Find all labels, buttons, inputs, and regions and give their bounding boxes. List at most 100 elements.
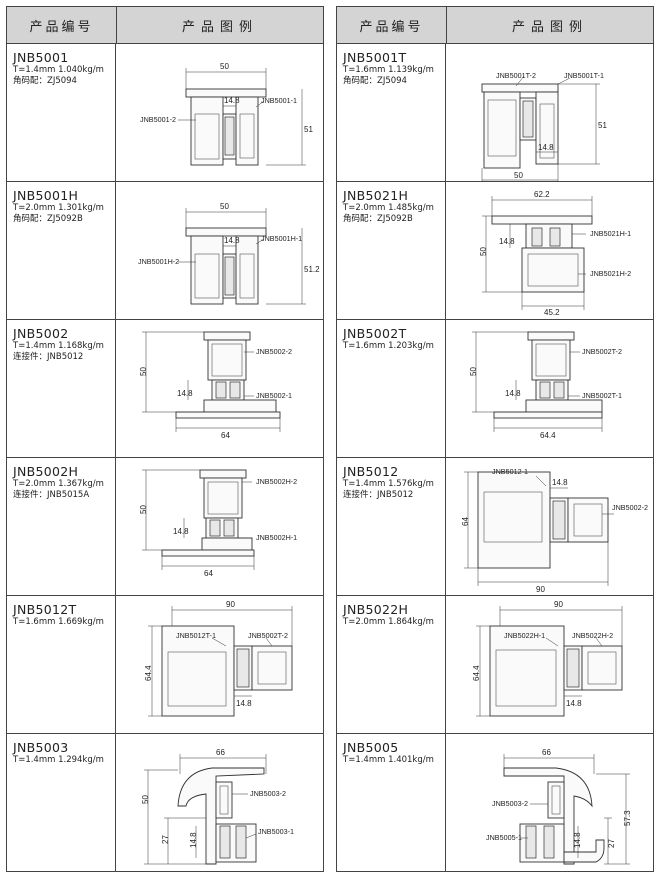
dimension-label: 14.8	[224, 236, 240, 245]
product-info: JNB5002 T=1.4mm 1.168kg/m 连接件：JNB5012	[7, 320, 116, 457]
product-row: JNB5012T T=1.6mm 1.669kg/m 90 64.4 14.8 …	[7, 596, 323, 734]
product-row: JNB5002H T=2.0mm 1.367kg/m 连接件：JNB5015A …	[7, 458, 323, 596]
product-row: JNB5001 T=1.4mm 1.040kg/m 角码配：ZJ5094 50 …	[7, 44, 323, 182]
profile-drawing-svg: 50 14.8 51 JNB5001-2 JNB5001-1	[140, 62, 313, 166]
part-label: JNB5022H-2	[572, 631, 613, 640]
part-label: JNB5012T-1	[176, 631, 216, 640]
dimension-label: 64	[221, 431, 230, 440]
profile-drawing: 62.2 50 14.8 45.2 JNB5021H-1 JNB5021H-2	[446, 182, 653, 319]
part-label: JNB5021H-2	[590, 269, 631, 278]
product-spec: T=2.0mm 1.367kg/m	[13, 479, 104, 489]
part-label: JNB5002-2	[256, 347, 292, 356]
dimension-label: 51	[598, 121, 607, 130]
product-info: JNB5021H T=2.0mm 1.485kg/m 角码配：ZJ5092B	[337, 182, 446, 319]
product-row: JNB5022H T=2.0mm 1.864kg/m 90 64.4 14.8 …	[337, 596, 653, 734]
product-spec: 连接件：JNB5012	[13, 352, 84, 362]
product-spec: T=1.6mm 1.669kg/m	[13, 617, 104, 627]
part-label: JNB5005-1	[486, 833, 522, 842]
dimension-label: 51.2	[304, 265, 320, 274]
profile-drawing: 90 64.4 14.8 JNB5012T-1 JNB5002T-2	[116, 596, 323, 733]
dimension-label: 14.8	[236, 699, 252, 708]
dimension-label: 51	[304, 125, 313, 134]
profile-drawing: 50 14.8 64 JNB5002H-2 JNB5002H-1	[116, 458, 323, 595]
product-info: JNB5002H T=2.0mm 1.367kg/m 连接件：JNB5015A	[7, 458, 116, 595]
dimension-label: 14.8	[552, 478, 568, 487]
part-label: JNB5002T-1	[582, 391, 622, 400]
dimension-label: 64.4	[472, 665, 481, 681]
dimension-label: 14.8	[177, 389, 193, 398]
part-label: JNB5003-1	[258, 827, 294, 836]
dimension-label: 14.8	[573, 832, 582, 848]
dimension-label: 64	[204, 569, 213, 578]
dimension-label: 14.8	[538, 143, 554, 152]
profile-drawing: 14.8 64 90 JNB5012-1 JNB5002-2	[446, 458, 653, 595]
product-code: JNB5012	[343, 464, 399, 479]
product-spec: 角码配：ZJ5092B	[13, 214, 83, 224]
part-label: JNB5001H-1	[261, 234, 302, 243]
dimension-label: 50	[139, 505, 148, 514]
dimension-label: 90	[226, 600, 235, 609]
dimension-label: 14.8	[189, 832, 198, 848]
part-label: JNB5002-2	[612, 503, 648, 512]
product-spec: T=1.4mm 1.576kg/m	[343, 479, 434, 489]
dimension-label: 45.2	[544, 308, 560, 317]
dimension-label: 64.4	[540, 431, 556, 440]
profile-drawing-svg: 66 27 57.3 14.8 JNB5003-2 JNB5005-1	[486, 748, 632, 865]
profile-drawing: 66 50 27 14.8 JNB5003-2 JNB5003-1	[116, 734, 323, 871]
product-spec: T=1.4mm 1.401kg/m	[343, 755, 434, 765]
product-code: JNB5003	[13, 740, 69, 755]
product-row: JNB5021H T=2.0mm 1.485kg/m 角码配：ZJ5092B 6…	[337, 182, 653, 320]
product-spec: 连接件：JNB5012	[343, 490, 414, 500]
header-product-drawing: 产品图例	[181, 19, 258, 35]
product-info: JNB5002T T=1.6mm 1.203kg/m	[337, 320, 446, 457]
part-label: JNB5012-1	[492, 467, 528, 476]
product-info: JNB5012 T=1.4mm 1.576kg/m 连接件：JNB5012	[337, 458, 446, 595]
dimension-label: 66	[542, 748, 551, 757]
dimension-label: 50	[479, 247, 488, 256]
dimension-label: 50	[514, 171, 523, 180]
dimension-label: 90	[554, 600, 563, 609]
product-spec: T=1.6mm 1.203kg/m	[343, 341, 434, 351]
dimension-label: 14.8	[505, 389, 521, 398]
profile-drawing: 50 14.8 51 JNB5001-2 JNB5001-1	[116, 44, 323, 181]
product-info: JNB5022H T=2.0mm 1.864kg/m	[337, 596, 446, 733]
part-label: JNB5001T-2	[496, 71, 536, 80]
profile-drawing: 50 14.8 64 JNB5002-2 JNB5002-1	[116, 320, 323, 457]
profile-drawing-svg: 51 14.8 50 JNB5001T-2 JNB5001T-1	[481, 71, 607, 181]
header-product-code: 产品编号	[337, 7, 447, 43]
profile-drawing-svg: 50 14.8 64 JNB5002-2 JNB5002-1	[139, 331, 292, 440]
dimension-label: 14.8	[224, 96, 240, 105]
profile-drawing-svg: 66 50 27 14.8 JNB5003-2 JNB5003-1	[141, 748, 294, 865]
header-product-code: 产品编号	[7, 7, 117, 43]
part-label: JNB5002T-2	[582, 347, 622, 356]
product-code: JNB5002	[13, 326, 69, 341]
dimension-label: 66	[216, 748, 225, 757]
product-row: JNB5002T T=1.6mm 1.203kg/m 50 14.8 64.4	[337, 320, 653, 458]
product-code: JNB5001T	[343, 50, 407, 65]
product-code: JNB5002T	[343, 326, 407, 341]
profile-drawing: 50 14.8 51.2 JNB5001H-2 JNB5001H-1	[116, 182, 323, 319]
product-info: JNB5001T T=1.6mm 1.139kg/m 角码配：ZJ5094	[337, 44, 446, 181]
table-header: 产品编号 产品图例	[7, 7, 323, 44]
product-row: JNB5005 T=1.4mm 1.401kg/m 66 27 57.3 14.…	[337, 734, 653, 871]
profile-drawing-svg: 50 14.8 51.2 JNB5001H-2 JNB5001H-1	[138, 202, 320, 305]
table-header: 产品编号 产品图例	[337, 7, 653, 44]
dimension-label: 64	[461, 517, 470, 526]
product-row: JNB5012 T=1.4mm 1.576kg/m 连接件：JNB5012 14…	[337, 458, 653, 596]
product-row: JNB5002 T=1.4mm 1.168kg/m 连接件：JNB5012 50…	[7, 320, 323, 458]
profile-drawing-svg: 90 64.4 14.8 JNB5022H-1 JNB5022H-2	[472, 600, 623, 717]
product-spec: 角码配：ZJ5094	[343, 76, 407, 86]
product-code: JNB5012T	[13, 602, 77, 617]
dimension-label: 50	[141, 795, 150, 804]
profile-drawing: 51 14.8 50 JNB5001T-2 JNB5001T-1	[446, 44, 653, 181]
product-code: JNB5005	[343, 740, 399, 755]
dimension-label: 50	[469, 367, 478, 376]
part-label: JNB5021H-1	[590, 229, 631, 238]
product-spec: T=1.4mm 1.168kg/m	[13, 341, 104, 351]
product-row: JNB5003 T=1.4mm 1.294kg/m 66 50 27 14.8	[7, 734, 323, 871]
product-info: JNB5001H T=2.0mm 1.301kg/m 角码配：ZJ5092B	[7, 182, 116, 319]
part-label: JNB5001H-2	[138, 257, 179, 266]
profile-drawing: 66 27 57.3 14.8 JNB5003-2 JNB5005-1	[446, 734, 653, 871]
profile-drawing-svg: 14.8 64 90 JNB5012-1 JNB5002-2	[461, 467, 648, 594]
profile-drawing: 90 64.4 14.8 JNB5022H-1 JNB5022H-2	[446, 596, 653, 733]
